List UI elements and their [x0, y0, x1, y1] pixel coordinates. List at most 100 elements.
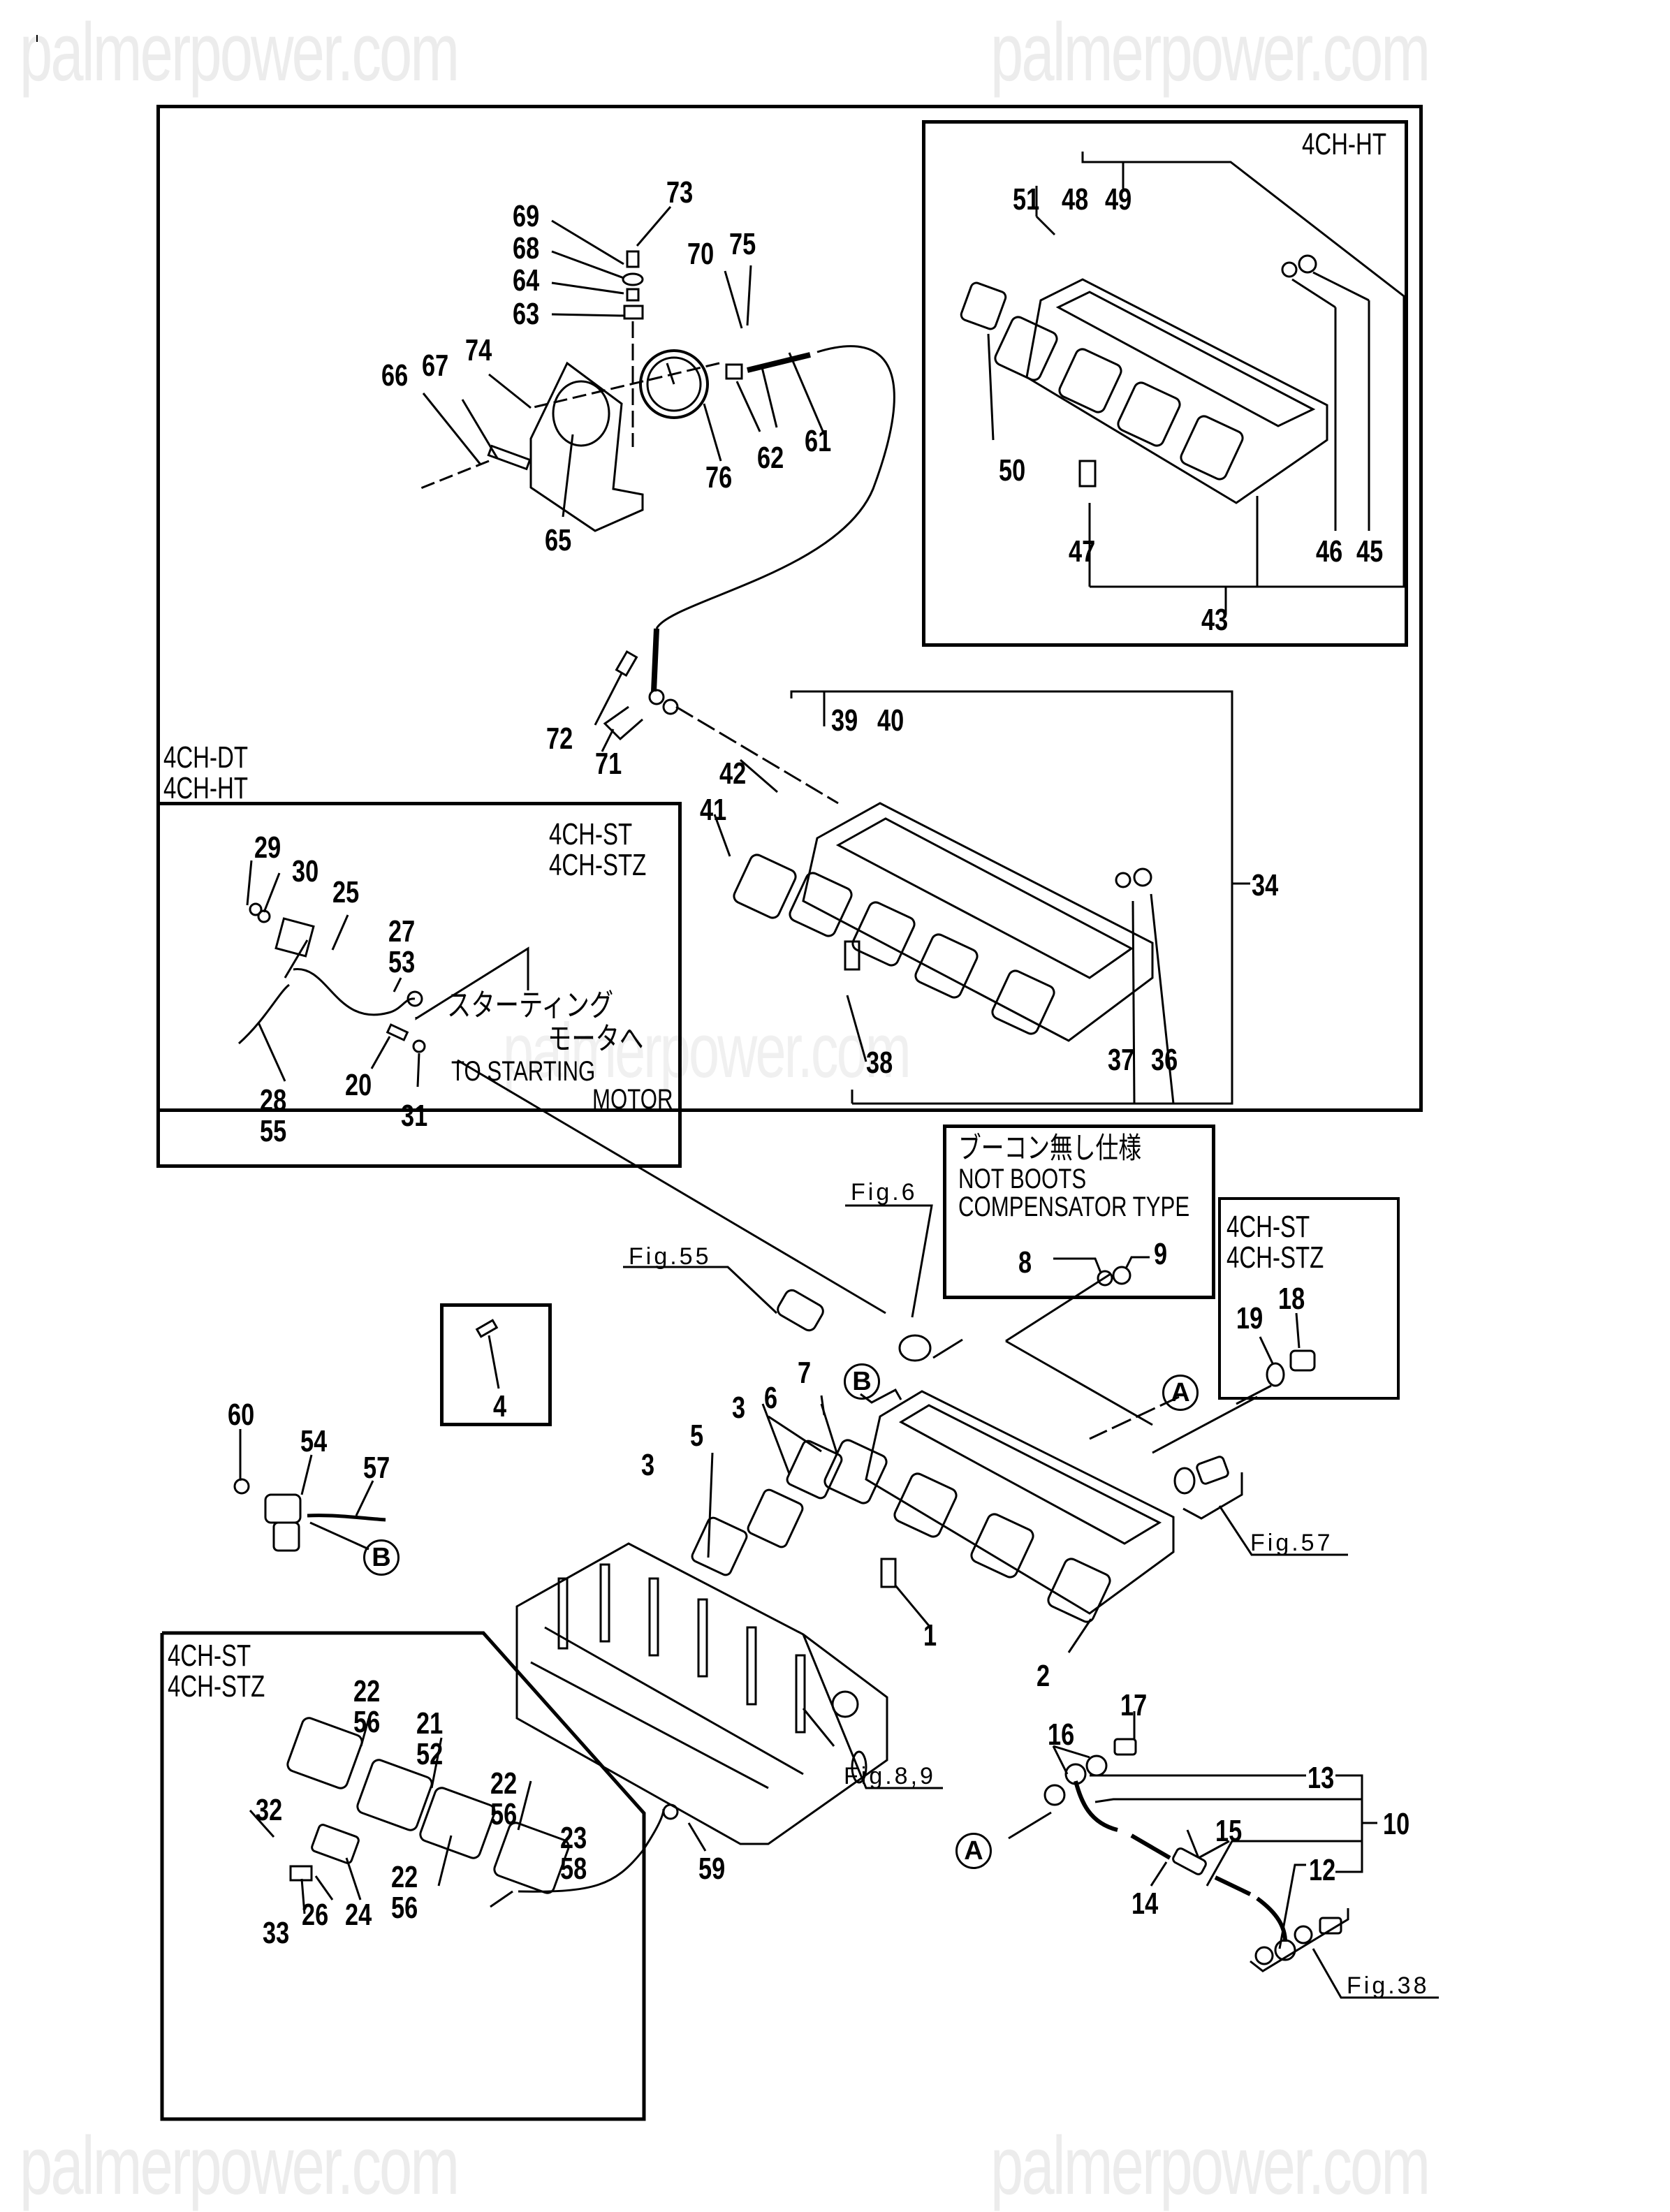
- inset-frame-bolt-4: [440, 1303, 552, 1426]
- callout-39: 39: [831, 703, 858, 738]
- callout-54: 54: [300, 1424, 328, 1458]
- callout-8: 8: [1018, 1245, 1032, 1280]
- callout-22-56-bottom: 22 56: [391, 1860, 418, 1925]
- model-label-plug-2: 4CH-STZ: [1226, 1240, 1324, 1275]
- callout-57: 57: [363, 1451, 390, 1485]
- intake-manifold-main: [475, 1204, 1348, 1789]
- model-label-starter-1: 4CH-ST: [549, 817, 633, 851]
- callout-66: 66: [381, 358, 409, 393]
- callout-15: 15: [1215, 1814, 1243, 1848]
- inset-frame-plug: [1218, 1197, 1400, 1400]
- callout-64: 64: [513, 263, 540, 298]
- callout-12: 12: [1309, 1853, 1336, 1887]
- callout-33: 33: [263, 1916, 290, 1950]
- model-label-starter-2: 4CH-STZ: [549, 848, 647, 882]
- model-label-main-2: 4CH-HT: [163, 771, 248, 805]
- callout-67: 67: [422, 349, 449, 383]
- callout-19: 19: [1236, 1301, 1264, 1335]
- callout-29: 29: [254, 830, 281, 865]
- fig-ref-6[interactable]: Fig.6: [851, 1179, 918, 1206]
- callout-2: 2: [1037, 1659, 1050, 1693]
- callout-27-53: 27 53: [388, 914, 416, 979]
- callout-22-56-top: 22 56: [353, 1674, 381, 1739]
- callout-75: 75: [729, 227, 756, 261]
- callout-61: 61: [805, 424, 832, 458]
- gauge-assembly: [418, 206, 895, 805]
- callout-32: 32: [256, 1793, 283, 1827]
- callout-24: 24: [345, 1898, 372, 1932]
- cylinder-head: [515, 1542, 888, 1845]
- inset-frame-starter: [156, 802, 682, 1168]
- corner-mark: [36, 35, 38, 42]
- callout-46: 46: [1316, 534, 1343, 569]
- callout-10: 10: [1383, 1807, 1410, 1841]
- callout-69: 69: [513, 199, 540, 233]
- callout-4: 4: [493, 1389, 507, 1423]
- callout-31: 31: [401, 1099, 428, 1133]
- callout-25: 25: [332, 875, 360, 909]
- starting-motor-note-en-2: MOTOR: [592, 1084, 673, 1115]
- starter-solenoid: [233, 1429, 386, 1552]
- callout-21-52: 21 52: [416, 1706, 444, 1771]
- callout-47: 47: [1069, 534, 1096, 569]
- model-label-ht-inset: 4CH-HT: [1302, 127, 1386, 161]
- no-boost-note-en-1: NOT BOOTS: [958, 1164, 1087, 1194]
- callout-1: 1: [923, 1618, 937, 1653]
- callout-3-upper: 3: [732, 1391, 746, 1425]
- callout-45: 45: [1356, 534, 1384, 569]
- starting-motor-note-jp-2: モータへ: [548, 1022, 644, 1056]
- callout-9: 9: [1154, 1237, 1168, 1271]
- callout-76: 76: [705, 460, 733, 495]
- inset-frame-no-boost: [943, 1125, 1215, 1299]
- fig-ref-55[interactable]: Fig.55: [629, 1243, 712, 1270]
- model-label-glow-1: 4CH-ST: [168, 1639, 251, 1673]
- no-boost-note-en-2: COMPENSATOR TYPE: [958, 1192, 1190, 1222]
- callout-71: 71: [595, 747, 622, 781]
- callout-37: 37: [1108, 1043, 1135, 1077]
- watermark-bottom-right: palmerpower.com: [990, 2120, 1430, 2212]
- inset-frame-glow: [160, 1631, 646, 2121]
- callout-7: 7: [798, 1356, 812, 1390]
- starting-motor-note-en-1: TO STARTING: [451, 1056, 596, 1087]
- watermark-top-right: palmerpower.com: [990, 6, 1430, 98]
- callout-22-56-right: 22 56: [490, 1766, 518, 1831]
- callout-40: 40: [877, 703, 904, 738]
- model-label-plug-1: 4CH-ST: [1226, 1210, 1310, 1244]
- callout-68: 68: [513, 231, 540, 265]
- callout-23-58: 23 58: [560, 1821, 587, 1886]
- model-label-main-1: 4CH-DT: [163, 740, 248, 775]
- connector-ref-a-upper: A: [1162, 1375, 1199, 1411]
- callout-62: 62: [757, 441, 784, 475]
- callout-20: 20: [345, 1068, 372, 1102]
- callout-30: 30: [292, 854, 319, 888]
- connector-ref-b-upper: B: [844, 1363, 880, 1400]
- callout-72: 72: [546, 722, 573, 756]
- model-label-glow-2: 4CH-STZ: [168, 1669, 265, 1704]
- callout-17: 17: [1120, 1688, 1148, 1722]
- callout-63: 63: [513, 297, 540, 331]
- callout-59: 59: [698, 1852, 726, 1886]
- watermark-top-left: palmerpower.com: [20, 6, 460, 98]
- main-frame-dt-ht: [156, 105, 1423, 1112]
- callout-28-55: 28 55: [260, 1083, 287, 1148]
- starter-wiring: [237, 860, 886, 1314]
- callout-65: 65: [545, 523, 572, 557]
- callout-43: 43: [1201, 603, 1229, 637]
- watermark-middle: palmerpower.com: [503, 1008, 911, 1094]
- fig-ref-38[interactable]: Fig.38: [1347, 1972, 1430, 1999]
- callout-38: 38: [866, 1046, 893, 1080]
- fig-ref-57[interactable]: Fig.57: [1250, 1530, 1333, 1556]
- callout-70: 70: [687, 237, 715, 271]
- callout-26: 26: [302, 1898, 329, 1932]
- fig-ref-8-9[interactable]: Fig.8,9: [844, 1763, 936, 1789]
- callout-73: 73: [666, 175, 694, 210]
- oil-pipe-assembly: [1008, 1711, 1439, 1999]
- callout-74: 74: [465, 333, 492, 367]
- callout-60: 60: [228, 1398, 255, 1432]
- callout-3-lower: 3: [641, 1448, 655, 1482]
- intake-manifold-dt: [713, 690, 1250, 1105]
- callout-34: 34: [1252, 868, 1279, 902]
- intake-manifold-ht: [960, 152, 1405, 615]
- starting-motor-note-jp-1: スターティング: [447, 988, 614, 1023]
- callout-18: 18: [1278, 1282, 1305, 1316]
